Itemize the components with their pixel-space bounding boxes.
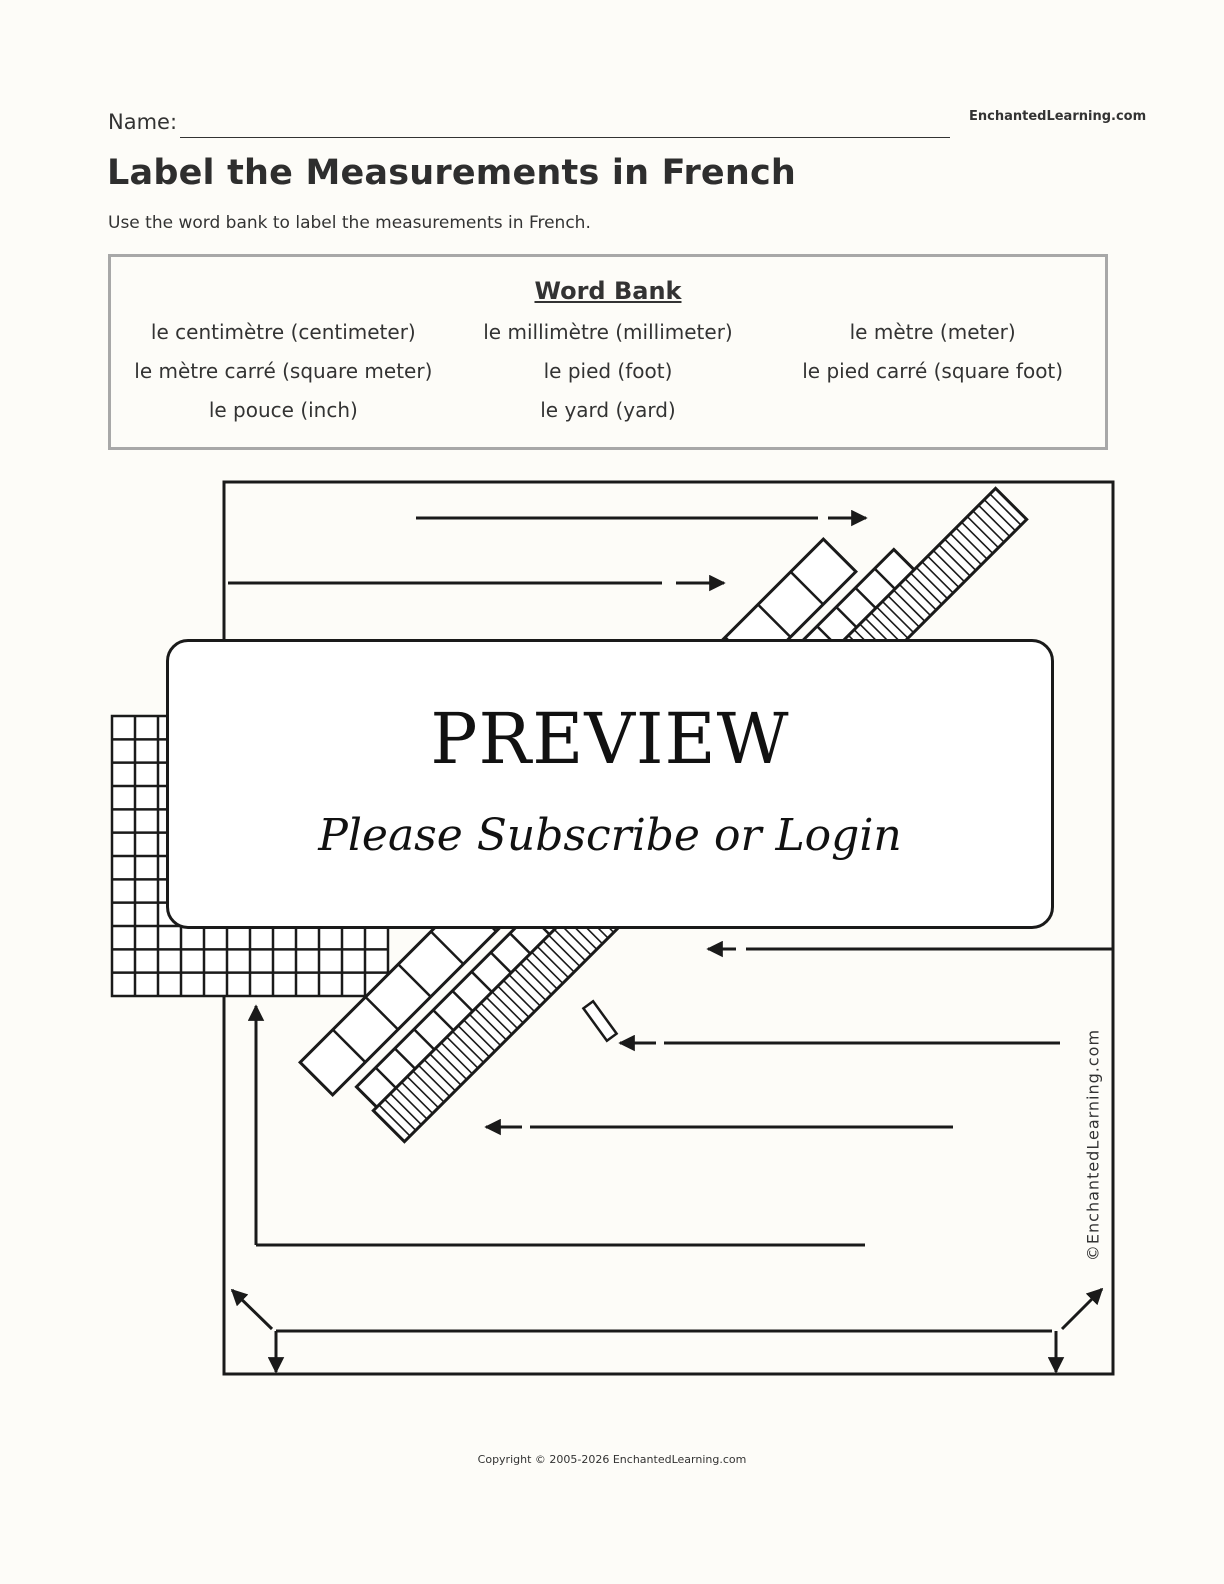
ruler-meter-tick	[497, 985, 530, 1018]
ruler-meter-tick	[508, 974, 541, 1007]
ruler-meter-tick	[434, 1047, 468, 1081]
word-bank-title: Word Bank	[534, 277, 682, 305]
ruler-meter-tick	[423, 1059, 456, 1092]
word-bank-item: le mètre carré (square meter)	[134, 359, 433, 383]
ruler-meter-tick	[887, 595, 920, 628]
ruler-meter-tick	[457, 1025, 490, 1058]
ruler-meter-tick	[978, 504, 1011, 537]
copyright: Copyright © 2005-2026 EnchantedLearning.…	[477, 1453, 747, 1466]
ruler-meter-tick	[378, 1104, 411, 1137]
ruler-meter-tick	[395, 1087, 428, 1120]
ruler-meter-tick	[949, 533, 982, 566]
ruler-meter-tick	[989, 493, 1022, 526]
ruler-meter-tick	[961, 521, 994, 554]
ruler-meter-tick	[966, 516, 999, 549]
millimeter-block	[581, 999, 619, 1043]
label-arrow	[1060, 1287, 1104, 1331]
ruler-meter-tick	[898, 583, 932, 617]
word-bank-item: le centimètre (centimeter)	[150, 320, 416, 344]
ruler-meter-tick	[553, 928, 587, 962]
watermark-text: ©EnchantedLearning.com	[1083, 1028, 1103, 1262]
ruler-meter-tick	[384, 1098, 417, 1131]
ruler-meter-tick	[983, 499, 1016, 532]
ruler-meter-tick	[446, 1036, 479, 1069]
ruler-meter-tick	[932, 549, 966, 583]
ruler-meter-tick	[548, 934, 581, 967]
word-bank-item: le yard (yard)	[540, 398, 676, 422]
page-title: Label the Measurements in French	[107, 153, 797, 193]
ruler-meter-tick	[491, 991, 524, 1024]
ruler-meter-tick	[525, 957, 558, 990]
word-bank-item: le pied carré (square foot)	[802, 359, 1064, 383]
instructions: Use the word bank to label the measureme…	[108, 213, 591, 233]
word-bank-item: le pouce (inch)	[208, 398, 358, 422]
ruler-meter-tick	[451, 1030, 485, 1064]
ruler-meter-tick	[915, 566, 949, 600]
ruler-foot-tick	[397, 963, 432, 998]
ruler-meter-tick	[418, 1064, 451, 1097]
ruler-meter-tick	[876, 606, 909, 639]
preview-overlay[interactable]: PREVIEW Please Subscribe or Login	[166, 639, 1054, 929]
ruler-meter-tick	[536, 945, 570, 979]
ruler-foot-tick	[789, 570, 825, 606]
ruler-foot-tick	[757, 603, 792, 638]
ruler-meter-tick	[401, 1081, 434, 1114]
ruler-meter-tick	[474, 1008, 507, 1041]
word-bank-item: le mètre (meter)	[849, 320, 1016, 344]
ruler-meter-tick	[944, 538, 977, 571]
ruler-meter-tick	[440, 1042, 473, 1075]
ruler-meter-tick	[542, 940, 575, 973]
ruler-foot-tick	[364, 996, 399, 1031]
preview-title: PREVIEW	[430, 698, 790, 780]
ruler-meter-tick	[559, 923, 592, 956]
ruler-meter-tick	[870, 612, 903, 645]
ruler-meter-tick	[468, 1013, 502, 1047]
ruler-meter-tick	[519, 962, 553, 996]
ruler-meter-tick	[910, 572, 943, 605]
word-bank-item: le pied (foot)	[543, 359, 673, 383]
ruler-meter-tick	[480, 1002, 513, 1035]
ruler-meter-tick	[921, 561, 954, 594]
ruler-meter-tick	[485, 996, 519, 1030]
ruler-meter-tick	[429, 1053, 462, 1086]
word-bank-grid: le centimètre (centimeter) le millimètre…	[121, 319, 1095, 424]
ruler-meter-tick	[412, 1070, 445, 1103]
ruler-meter-tick	[514, 968, 547, 1001]
ruler-meter-tick	[955, 527, 988, 560]
label-lines	[228, 509, 1113, 1374]
word-bank-box: Word Bank le centimètre (centimeter) le …	[108, 254, 1108, 450]
ruler-foot-tick	[331, 1028, 367, 1064]
ruler-meter-tick	[406, 1076, 439, 1109]
ruler-meter-tick	[972, 510, 1005, 543]
label-arrow	[230, 1288, 274, 1331]
brand-logo-text[interactable]: EnchantedLearning.com	[969, 109, 1147, 124]
ruler-meter-tick	[389, 1093, 422, 1126]
word-bank-item: le millimètre (millimeter)	[483, 320, 733, 344]
name-field-line[interactable]	[180, 137, 950, 138]
ruler-meter-tick	[881, 600, 915, 634]
ruler-meter-tick	[502, 979, 536, 1013]
ruler-foot-tick	[430, 930, 465, 965]
ruler-meter-tick	[893, 589, 926, 622]
name-label: Name:	[108, 110, 178, 134]
ruler-meter-tick	[927, 555, 960, 588]
ruler-meter-tick	[904, 578, 937, 611]
ruler-meter-tick	[938, 544, 971, 577]
ruler-meter-tick	[463, 1019, 496, 1052]
ruler-meter-tick	[531, 951, 564, 984]
preview-subtitle[interactable]: Please Subscribe or Login	[318, 810, 902, 861]
